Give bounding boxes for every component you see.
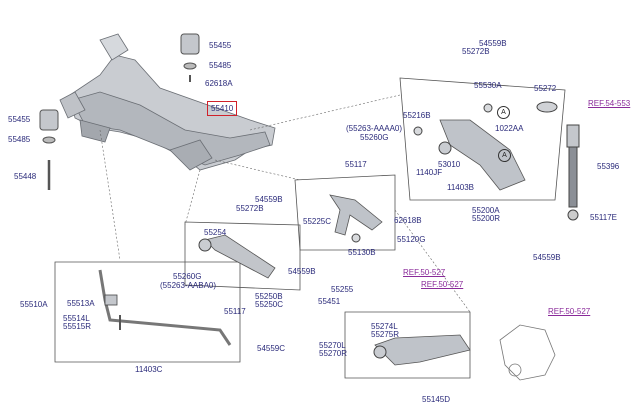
part-label[interactable]: 55270R (319, 349, 348, 358)
upper-arm (329, 194, 383, 243)
part-label[interactable]: 55260G (173, 272, 202, 281)
part-label[interactable]: 55515R (63, 322, 92, 331)
ref-50-527-link-c[interactable]: REF.50-527 (548, 307, 591, 316)
lower-arm (373, 334, 471, 366)
part-label[interactable]: 55272B (462, 47, 490, 56)
part-label[interactable]: (55263-AAAA0) (346, 124, 403, 133)
trailing-link (198, 234, 276, 279)
part-label[interactable]: 55455 (209, 41, 232, 50)
part-label[interactable]: 55510A (20, 300, 48, 309)
part-label[interactable]: 55274L (371, 322, 398, 331)
crossmember-subframe (59, 33, 276, 171)
ref-50-527-link-b[interactable]: REF.50-527 (421, 280, 464, 289)
part-label[interactable]: 11403C (135, 365, 163, 374)
part-label[interactable]: 62618A (205, 79, 233, 88)
part-label[interactable]: 54559B (288, 267, 316, 276)
highlighted-part-55410[interactable]: 55410 (207, 101, 238, 116)
rear-lower-control-arm (413, 103, 526, 191)
part-label[interactable]: 55396 (597, 162, 620, 171)
part-label[interactable]: 55200R (472, 214, 501, 223)
part-label[interactable]: 55448 (14, 172, 37, 181)
part-label[interactable]: 55270L (319, 341, 346, 350)
shock-absorber (536, 101, 580, 221)
part-label[interactable]: 55455 (8, 115, 31, 124)
part-label[interactable]: 1022AA (495, 124, 524, 133)
part-label[interactable]: 55200A (472, 206, 500, 215)
part-label[interactable]: 11403B (447, 183, 474, 192)
part-label[interactable]: 55130B (348, 248, 376, 257)
leader-lines (99, 94, 471, 313)
part-label[interactable]: 55117 (224, 307, 246, 316)
part-label[interactable]: 54559C (257, 344, 286, 353)
knuckle-outline (499, 324, 556, 381)
part-label[interactable]: 55250C (255, 300, 284, 309)
part-label[interactable]: 55514L (63, 314, 90, 323)
subframe-bushings (39, 33, 200, 190)
part-label[interactable]: 54559B (479, 39, 507, 48)
part-label[interactable]: 55117E (590, 213, 617, 222)
part-label[interactable]: 55485 (8, 135, 31, 144)
part-label[interactable]: 55272B (236, 204, 264, 213)
part-label[interactable]: 55530A (474, 81, 502, 90)
marker-a-1: A (497, 106, 510, 119)
part-label[interactable]: 62618B (394, 216, 422, 225)
part-label[interactable]: 55145D (422, 395, 451, 404)
part-label[interactable]: 55254 (204, 228, 227, 237)
part-label[interactable]: (55263-AABA0) (160, 281, 217, 290)
part-label[interactable]: 53010 (438, 160, 461, 169)
ref-54-553-link[interactable]: REF.54-553 (588, 99, 631, 108)
part-label[interactable]: 55260G (360, 133, 389, 142)
part-label[interactable]: 55513A (67, 299, 95, 308)
part-label[interactable]: 1140JF (416, 168, 443, 177)
callout-frames (54, 77, 566, 379)
part-label[interactable]: 55216B (403, 111, 431, 120)
part-label[interactable]: 55120G (397, 235, 426, 244)
part-label[interactable]: 55225C (303, 217, 332, 226)
part-label[interactable]: 55117 (345, 160, 367, 169)
ref-50-527-link-a[interactable]: REF.50-527 (403, 268, 446, 277)
marker-a-2: A (498, 149, 511, 162)
stabilizer-bar (98, 269, 232, 346)
part-label[interactable]: 55250B (255, 292, 283, 301)
part-label[interactable]: 55485 (209, 61, 232, 70)
part-label[interactable]: 54559B (255, 195, 283, 204)
part-label[interactable]: 55255 (331, 285, 354, 294)
part-label[interactable]: 54559B (533, 253, 561, 262)
part-label[interactable]: 55275R (371, 330, 400, 339)
part-label[interactable]: 55451 (318, 297, 341, 306)
part-label[interactable]: 55272 (534, 84, 557, 93)
